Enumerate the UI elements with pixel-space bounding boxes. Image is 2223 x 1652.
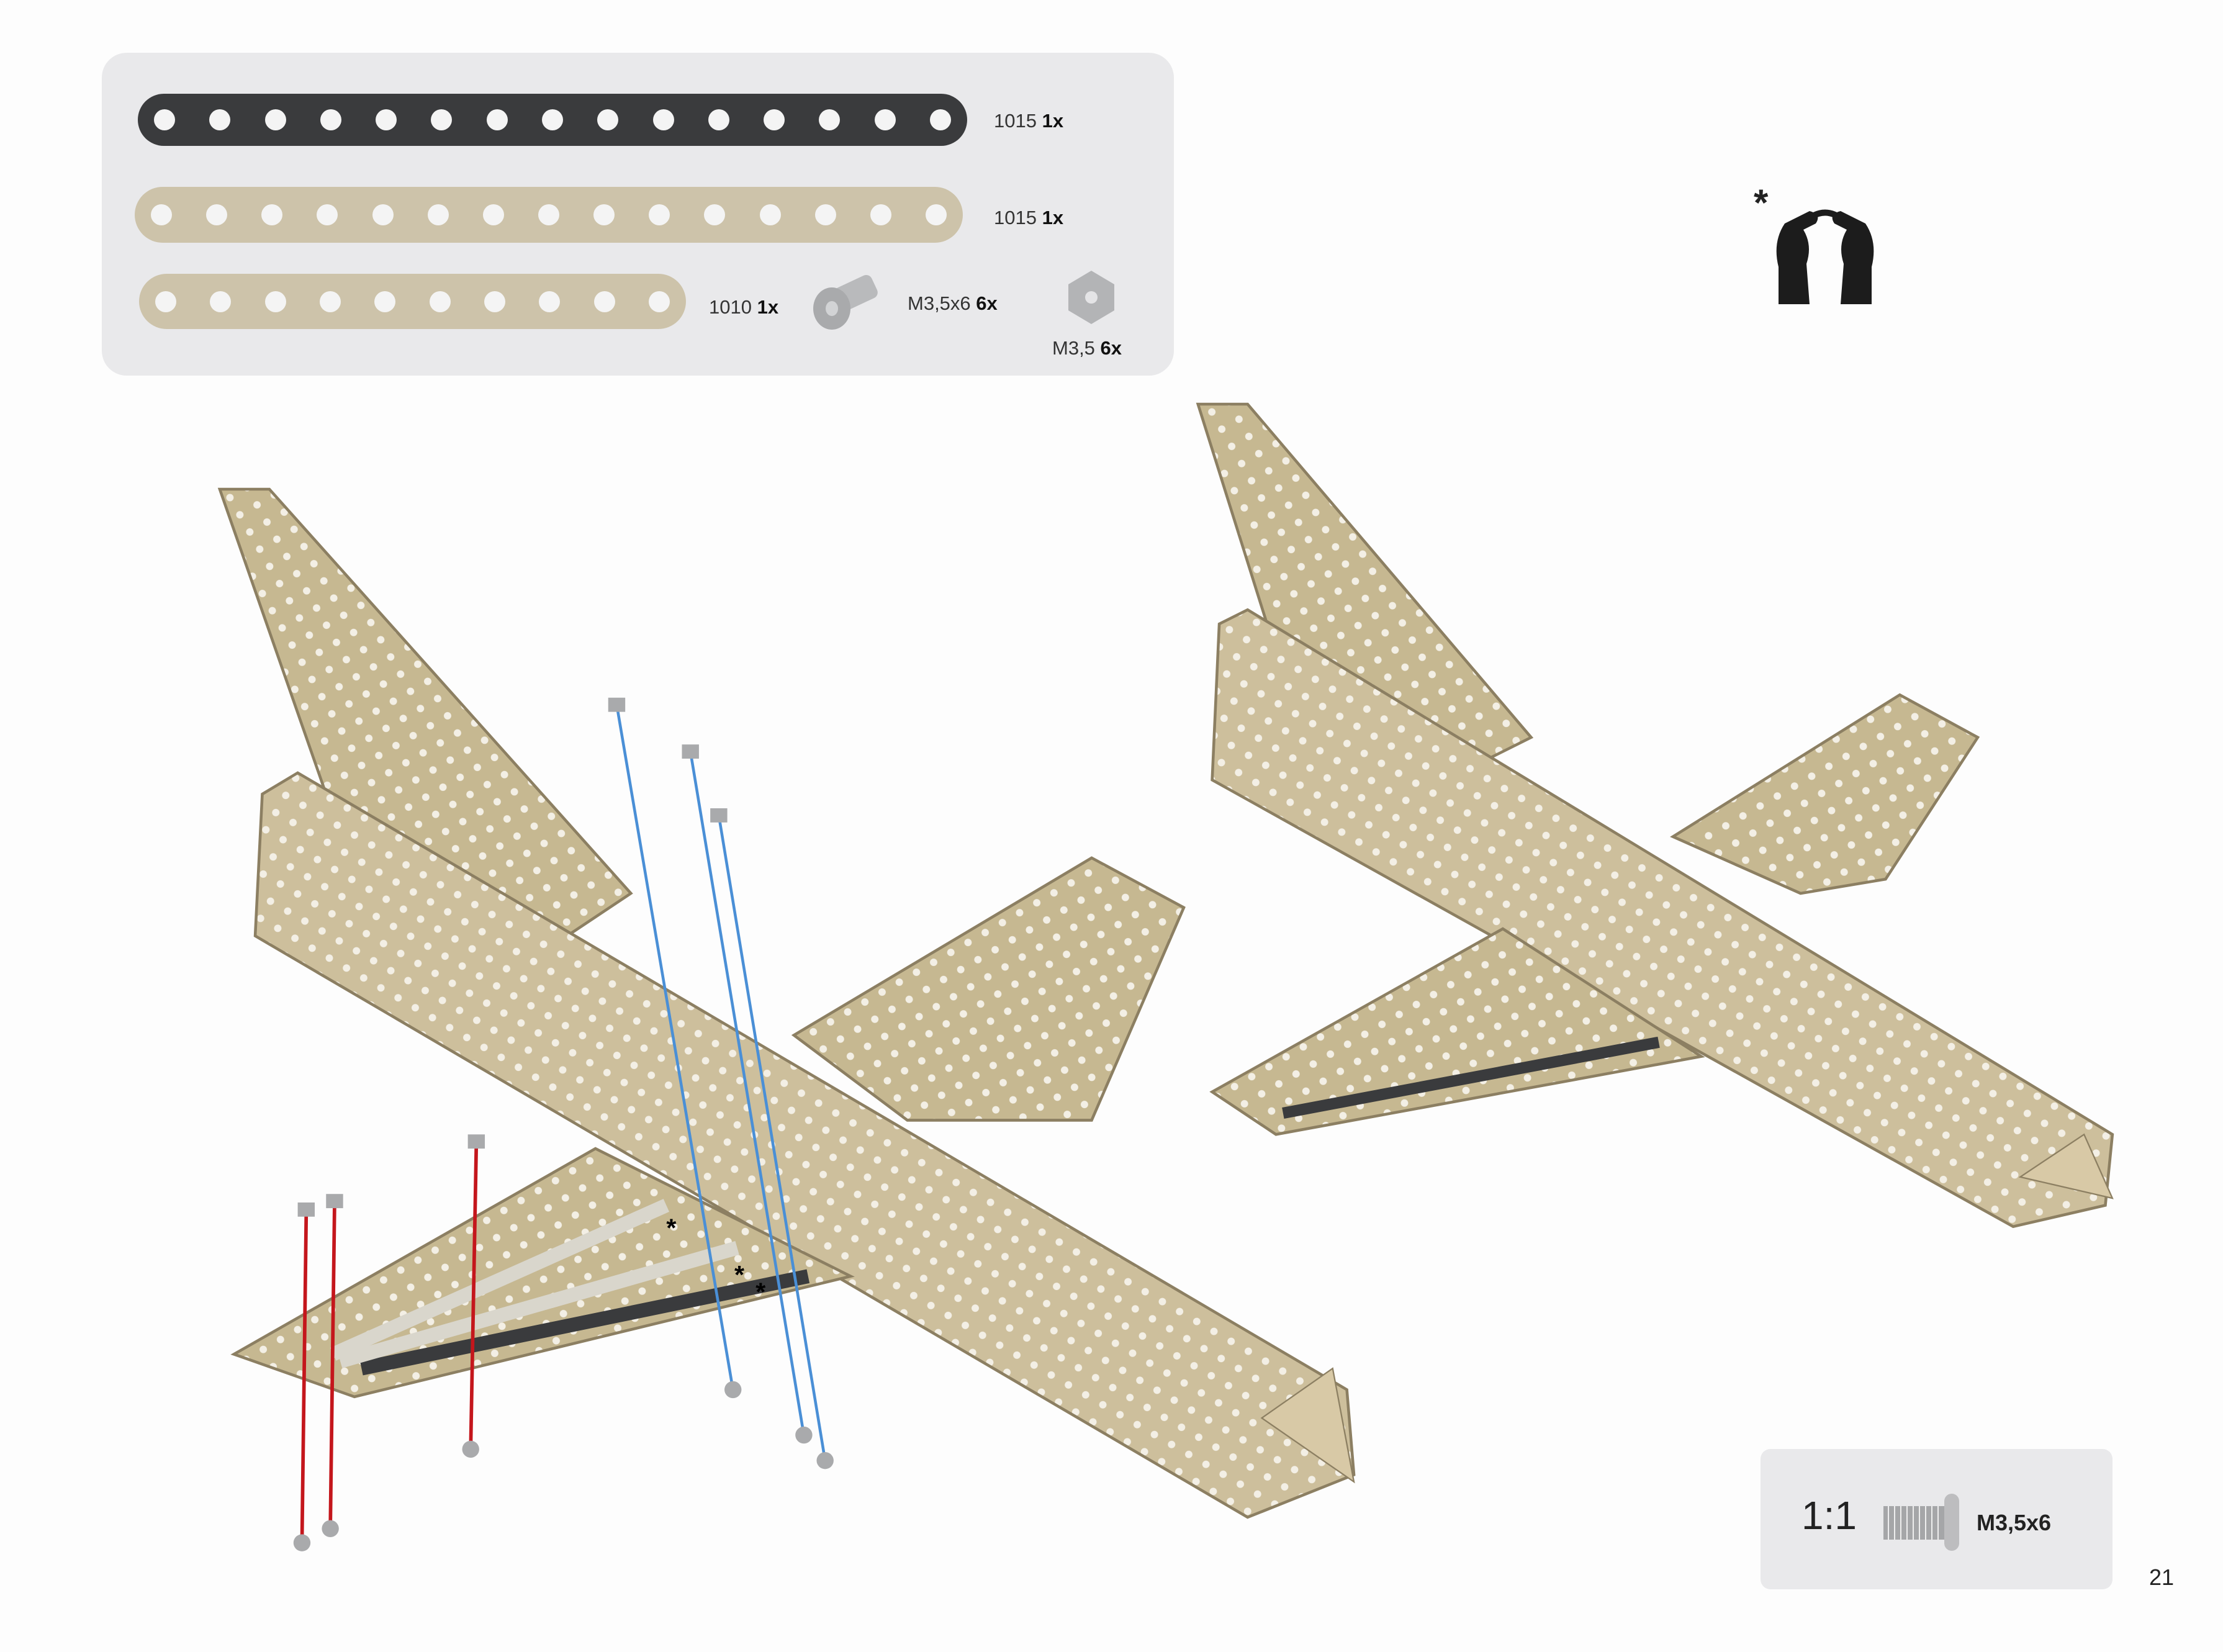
nose-cone [2018, 1133, 2114, 1199]
dark-strip-1015 [360, 1269, 810, 1376]
strip-hole [874, 109, 896, 130]
tail-fin [217, 487, 633, 938]
strip-hole [317, 204, 338, 225]
part-label-1015-dark: 1015 1x [994, 110, 1064, 132]
strip-hole [538, 204, 559, 225]
strip-hole [206, 204, 228, 225]
fuselage [253, 771, 1356, 1519]
strip-hole [486, 109, 508, 130]
strip-hole [210, 291, 232, 312]
strip-hole [929, 109, 951, 130]
rear-wing [791, 856, 1186, 1122]
strip-hole [648, 291, 670, 312]
beige-strip-1015 [338, 1241, 739, 1368]
asterisk-mark: * [1754, 182, 1769, 223]
strip-hole [764, 109, 785, 130]
strip-hole [154, 109, 175, 130]
assembly-mark: * [755, 1278, 765, 1306]
red-guide-lines [300, 1141, 479, 1543]
bolt-scale-reference: 1:1 M3,5x6 [1761, 1449, 2113, 1589]
strip-hole [593, 204, 615, 225]
strip-hole [652, 109, 674, 130]
scale-ratio: 1:1 [1801, 1493, 1857, 1538]
strip-hole [814, 204, 836, 225]
strip-hole [870, 204, 891, 225]
model-in-progress: * * * [217, 487, 1356, 1551]
rear-wing [1670, 693, 1980, 895]
strip-hole [429, 291, 451, 312]
strip-1015-dark [138, 94, 967, 146]
strip-1010-beige [139, 274, 686, 329]
assembly-mark: * [666, 1214, 676, 1242]
strip-hole [264, 109, 286, 130]
part-label-bolt: M3,5x6 6x [908, 292, 998, 314]
strip-hole [209, 109, 231, 130]
model-completed [1196, 402, 2114, 1229]
part-label-nut: M3,5 6x [1052, 337, 1122, 359]
strip-1015-beige [135, 187, 963, 243]
strip-hole [264, 291, 286, 312]
strip-hole [539, 291, 561, 312]
strip-hole [482, 204, 504, 225]
nut-icon [1068, 271, 1114, 324]
assembly-mark: * [734, 1260, 744, 1289]
strip-hole [649, 204, 670, 225]
hands-tighten-icon [1776, 209, 1874, 304]
strip-hole [261, 204, 283, 225]
bolt-icon [813, 274, 878, 330]
strip-hole [372, 204, 394, 225]
strip-hole [541, 109, 563, 130]
strip-hole [759, 204, 781, 225]
blue-guide-lines [615, 704, 827, 1461]
strip-hole [320, 109, 341, 130]
strip-hole [597, 109, 619, 130]
strip-hole [925, 204, 947, 225]
nut-marks [293, 1381, 834, 1551]
fuselage [1211, 608, 2114, 1229]
strip-hole [484, 291, 505, 312]
page-number: 21 [2149, 1564, 2175, 1590]
strip-hole [155, 291, 176, 312]
dark-strip [1282, 1036, 1660, 1119]
strip-hole [431, 109, 453, 130]
strip-hole [593, 291, 615, 312]
strip-hole [151, 204, 172, 225]
bolt-actual-size-icon [1883, 1494, 1959, 1551]
strip-hole [427, 204, 449, 225]
part-label-1010: 1010 1x [709, 296, 779, 318]
hands-tighten-hint: * [1754, 182, 1896, 304]
part-label-1015-beige: 1015 1x [994, 207, 1064, 228]
strip-hole [708, 109, 729, 130]
strip-hole [704, 204, 726, 225]
tail-fin [1196, 402, 1534, 768]
strip-hole [376, 109, 397, 130]
parts-list-panel: 1015 1x 1015 1x 1010 1x M3,5x6 6x M3,5 6… [102, 53, 1174, 376]
beige-strip-1010 [330, 1199, 670, 1361]
nose-cone [1260, 1367, 1355, 1484]
strip-hole [319, 291, 341, 312]
scale-bolt-label: M3,5x6 [1977, 1510, 2052, 1535]
front-wing [1209, 927, 1705, 1136]
strip-hole [819, 109, 841, 130]
screw-icons [297, 697, 728, 1217]
strip-hole [374, 291, 396, 312]
